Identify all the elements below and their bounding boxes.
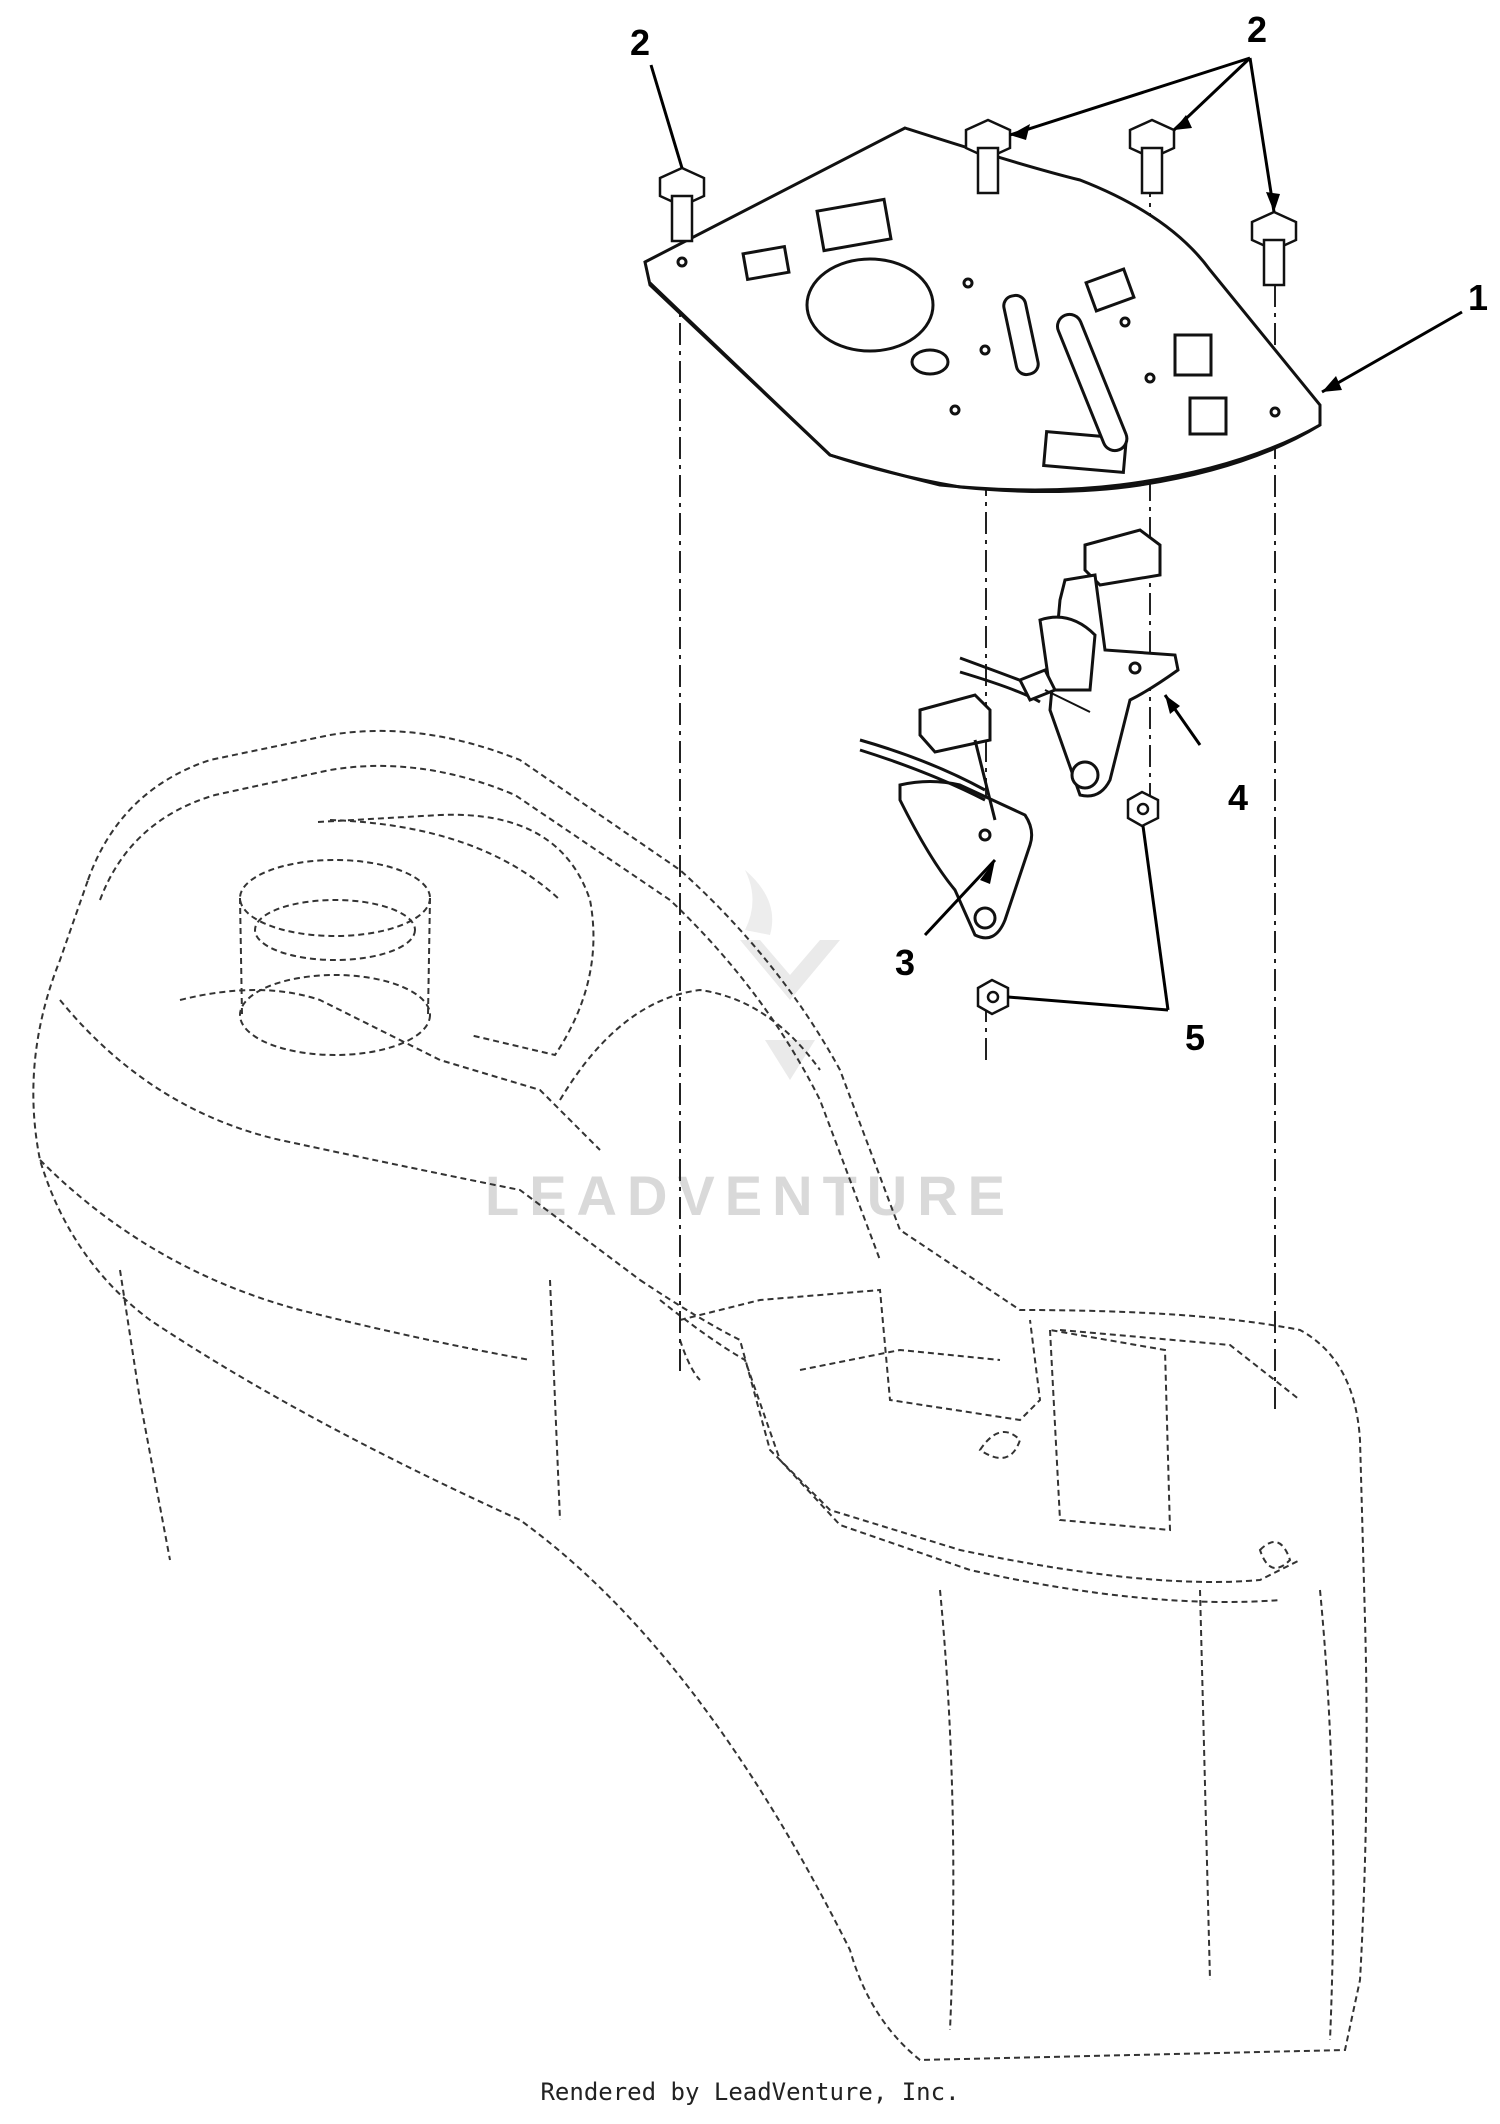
nut-icon bbox=[1126, 790, 1160, 828]
watermark-text: LEADVENTURE bbox=[485, 1164, 1015, 1227]
lever-bracket-4 bbox=[959, 528, 1180, 798]
lever-bracket-3 bbox=[859, 693, 1034, 940]
render-credit: Rendered by LeadVenture, Inc. bbox=[540, 2078, 960, 2106]
bolt-icon bbox=[964, 118, 1012, 195]
console-body-outline bbox=[32, 729, 1368, 2062]
bolt-icon bbox=[658, 166, 706, 243]
watermark-logo bbox=[740, 870, 840, 1080]
nut-icon bbox=[976, 978, 1010, 1016]
bolt-icon bbox=[1128, 118, 1176, 195]
leader-lines bbox=[649, 56, 1463, 1012]
control-plate bbox=[643, 126, 1322, 494]
callout-1: 1 bbox=[1468, 277, 1488, 318]
cup-holder-outline bbox=[239, 813, 595, 1057]
callout-3: 3 bbox=[895, 942, 915, 983]
callout-5: 5 bbox=[1185, 1017, 1205, 1058]
callout-2-right: 2 bbox=[1247, 9, 1267, 50]
callout-4: 4 bbox=[1228, 777, 1248, 818]
bolt-icon bbox=[1250, 210, 1298, 287]
callout-2-left: 2 bbox=[630, 22, 650, 63]
leader-arrowheads bbox=[980, 115, 1342, 884]
